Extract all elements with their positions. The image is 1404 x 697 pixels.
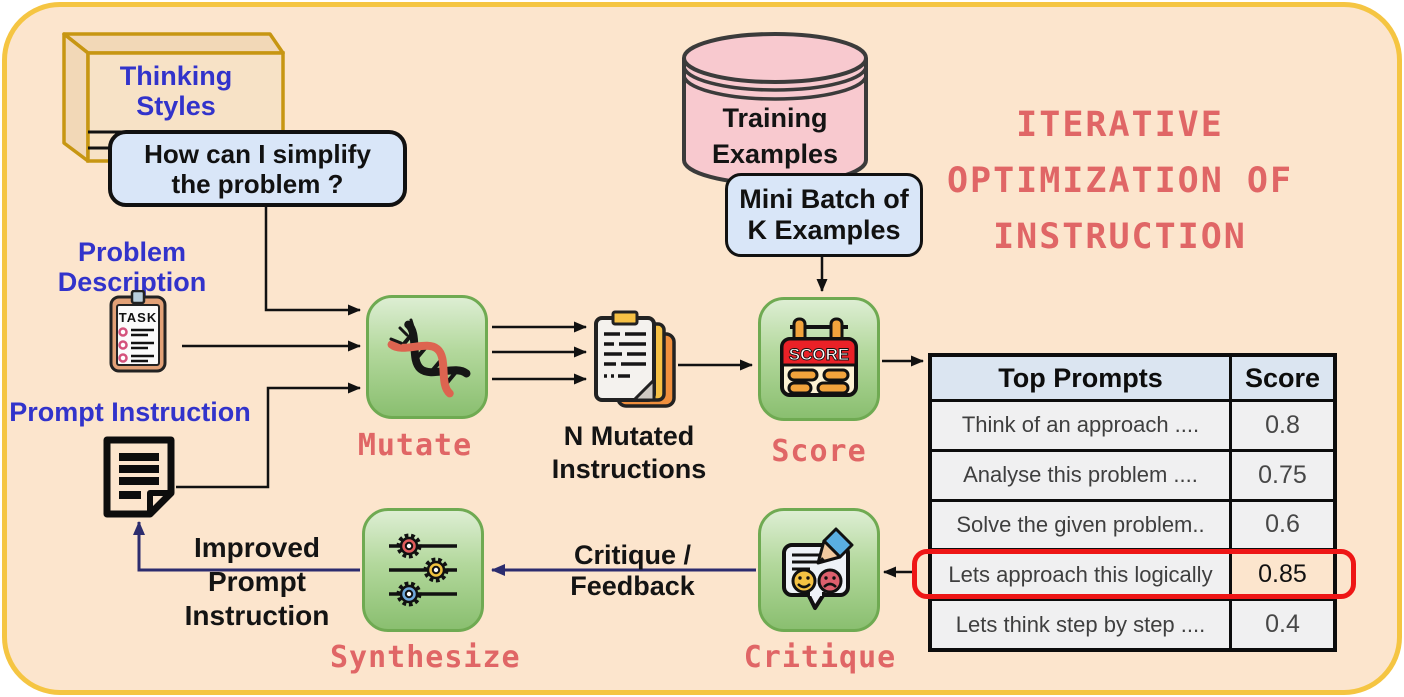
table-row-prompt: Solve the given problem.. xyxy=(932,501,1229,549)
table-row-score-highlighted: 0.85 xyxy=(1232,551,1333,599)
svg-text:TASK: TASK xyxy=(119,310,157,325)
table-row-score: 0.4 xyxy=(1232,601,1333,648)
table-row-prompt: Analyse this problem .... xyxy=(932,451,1229,499)
scoreboard-icon: SCORE xyxy=(780,317,858,397)
synthesize-label: Synthesize xyxy=(330,640,521,675)
synthesize-node xyxy=(362,508,484,632)
thinking-style-example-bubble: How can I simplify the problem ? xyxy=(108,130,407,207)
best-prompt-highlight-ring xyxy=(912,549,1356,599)
critique-feedback-label: Critique / Feedback xyxy=(570,540,695,601)
score-label: Score xyxy=(771,434,867,469)
critique-node xyxy=(758,508,880,632)
navy-arrows xyxy=(133,521,756,576)
prompt-instruction-label: Prompt Instruction xyxy=(9,397,251,427)
training-examples-label: Training Examples xyxy=(711,103,839,169)
table-row-score: 0.6 xyxy=(1232,501,1333,549)
table-row-prompt: Think of an approach .... xyxy=(932,402,1229,449)
table-row-score: 0.75 xyxy=(1232,451,1333,499)
top-prompts-table: Top Prompts Score Think of an approach .… xyxy=(928,353,1337,652)
training-examples-cylinder xyxy=(682,32,868,186)
synthesize-gears-icon xyxy=(389,533,457,607)
n-mutated-label: N Mutated Instructions xyxy=(551,421,707,484)
table-row-prompt: Lets think step by step .... xyxy=(932,601,1229,648)
mutate-node xyxy=(366,295,488,419)
thinking-styles-label: Thinking Styles xyxy=(119,61,233,121)
score-node: SCORE xyxy=(758,297,880,421)
prompt-document-icon xyxy=(103,436,175,518)
mutated-instructions-icon xyxy=(594,310,676,408)
critique-label: Critique xyxy=(743,640,897,675)
dna-mutation-icon xyxy=(387,318,471,398)
table-row-prompt-highlighted: Lets approach this logically xyxy=(932,551,1229,599)
critique-feedback-icon xyxy=(782,527,854,610)
table-header-prompts: Top Prompts xyxy=(932,357,1229,399)
problem-description-label: Problem Description xyxy=(57,237,207,297)
diagram-title: ITERATIVE OPTIMIZATION OF INSTRUCTION xyxy=(946,105,1294,257)
mini-batch-bubble: Mini Batch of K Examples xyxy=(725,173,923,257)
task-clipboard-icon: TASK xyxy=(109,290,167,373)
table-row-score: 0.8 xyxy=(1232,402,1333,449)
black-arrows xyxy=(176,207,924,578)
mutate-label: Mutate xyxy=(357,428,473,463)
improved-prompt-label: Improved Prompt Instruction xyxy=(184,532,330,631)
svg-text:SCORE: SCORE xyxy=(789,345,849,364)
table-header-score: Score xyxy=(1232,357,1333,399)
